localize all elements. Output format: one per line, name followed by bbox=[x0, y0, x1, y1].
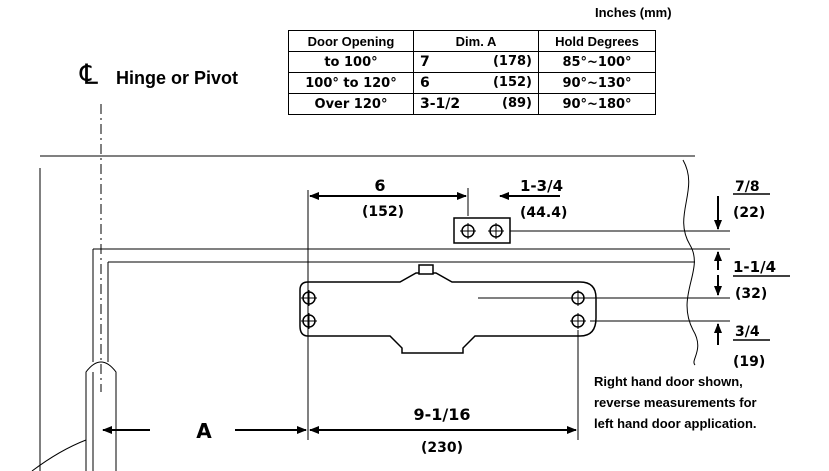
dim-a-mm: (178) bbox=[492, 54, 532, 69]
dim-body-length-in: 9-1/16 bbox=[413, 405, 470, 424]
dim-bracket-width-in: 1-3/4 bbox=[520, 177, 563, 195]
handing-note: Right hand door shown, reverse measureme… bbox=[594, 371, 757, 434]
dim-frame-gap-in: 1-1/4 bbox=[733, 258, 776, 276]
dim-frame-gap-mm: (32) bbox=[735, 286, 767, 302]
units-label: Inches (mm) bbox=[595, 5, 672, 20]
dim-top-offset-in: 7/8 bbox=[735, 179, 760, 195]
closer-spindle bbox=[418, 264, 434, 275]
table-header-row: Door Opening Dim. A Hold Degrees bbox=[288, 30, 656, 52]
dim-a-cell: 6 (152) bbox=[413, 72, 539, 94]
dim-a-inches: 6 bbox=[420, 75, 430, 91]
hinge-pin bbox=[85, 361, 117, 471]
dim-body-length-mm: (230) bbox=[421, 440, 463, 456]
table-row: Over 120° 3-1/2(89) 90°~180° bbox=[288, 93, 656, 115]
dim-body-offset-in: 3/4 bbox=[735, 324, 760, 340]
header-hold-degrees: Hold Degrees bbox=[538, 30, 656, 52]
note-line: reverse measurements for bbox=[594, 395, 757, 410]
centerline-label: Hinge or Pivot bbox=[116, 68, 239, 88]
note-line: left hand door application. bbox=[594, 416, 757, 431]
hinge-base-curve bbox=[31, 439, 87, 471]
dim-a-inches: 7 bbox=[420, 54, 430, 70]
centerline-icon: ℄ bbox=[80, 58, 98, 91]
dim-a-mm: (89) bbox=[502, 96, 532, 111]
hold-degrees-cell: 90°~130° bbox=[538, 72, 656, 94]
header-door-opening: Door Opening bbox=[288, 30, 414, 52]
closer-body bbox=[299, 272, 597, 354]
header-dim-a: Dim. A bbox=[413, 30, 539, 52]
dim-a-label: A bbox=[196, 419, 212, 443]
dim-bracket-offset-mm: (152) bbox=[362, 204, 404, 220]
dim-a-cell: 3-1/2 (89) bbox=[413, 93, 539, 115]
table-row: 100° to 120° 6(152) 90°~130° bbox=[288, 72, 656, 94]
dim-top-offset-mm: (22) bbox=[733, 205, 765, 221]
dim-bracket-width-mm: (44.4) bbox=[520, 205, 567, 221]
note-line: Right hand door shown, bbox=[594, 374, 743, 389]
break-line bbox=[682, 159, 699, 366]
dim-a-inches: 3-1/2 bbox=[420, 96, 461, 112]
hold-degrees-cell: 90°~180° bbox=[538, 93, 656, 115]
dimension-table: Door Opening Dim. A Hold Degrees to 100°… bbox=[288, 30, 656, 115]
dim-body-offset-mm: (19) bbox=[733, 354, 765, 370]
dim-bracket-offset-in: 6 bbox=[374, 176, 385, 195]
dim-a-mm: (152) bbox=[492, 75, 532, 90]
